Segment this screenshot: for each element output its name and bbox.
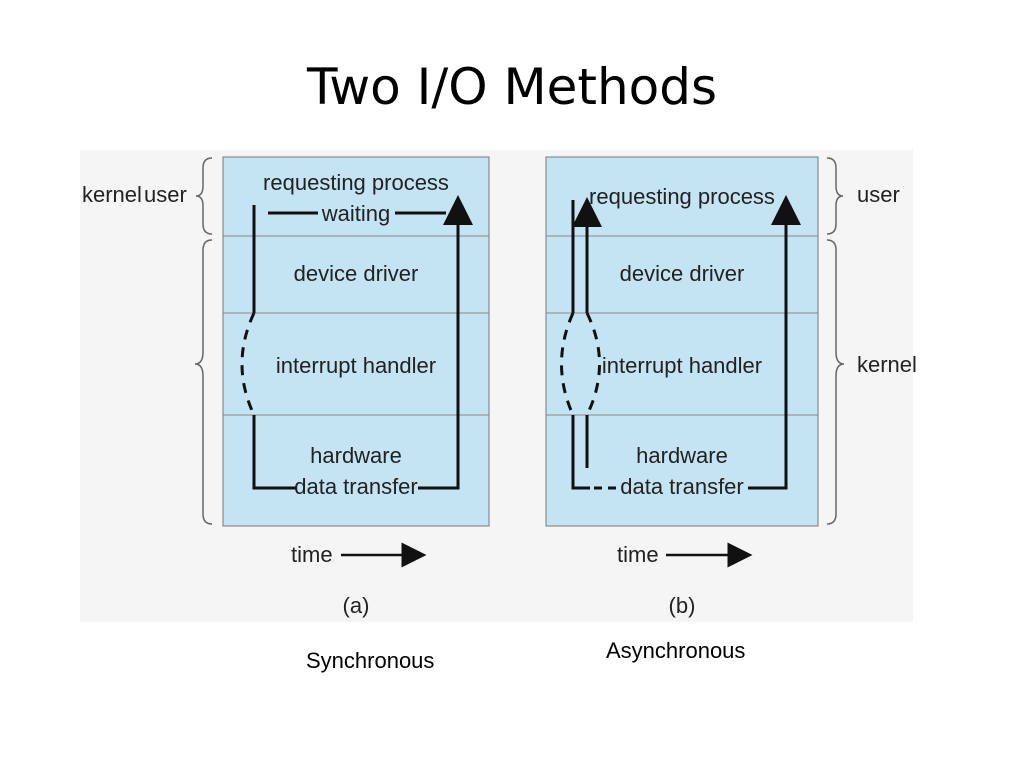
slide-title: Two I/O Methods [306,58,718,116]
panel-b-hardware: hardware [636,443,728,468]
panel-a-interrupt-dashed-path [240,312,256,416]
panel-a-hardware: hardware [310,443,402,468]
panel-a-sublabel: (a) [343,593,370,618]
panel-b-requesting-process: requesting process [589,184,775,209]
panel-a-user-brace [195,157,213,235]
panel-a-time-label: time [291,542,333,567]
panel-a-return-arrow [418,195,473,490]
panel-b-device-driver: device driver [620,261,745,286]
panel-a-device-driver: device driver [294,261,419,286]
panel-b: requesting process device driver interru… [545,156,917,618]
panel-b-return-arrow [748,195,801,490]
panel-b-user-label: user [857,182,900,207]
asynchronous-caption: Asynchronous [606,638,746,663]
panel-a: requesting process waiting device driver… [82,156,490,618]
panel-a-kernel-label: kernel [82,182,142,207]
panel-b-user-brace [826,157,844,235]
synchronous-caption: Synchronous [306,648,435,673]
panel-b-kernel-brace [826,239,845,525]
panel-a-interrupt-handler: interrupt handler [276,353,436,378]
panel-b-interrupt-handler: interrupt handler [602,353,762,378]
panel-b-data-transfer: data transfer [620,474,744,499]
panel-a-user-label: user [144,182,187,207]
panel-b-sublabel: (b) [669,593,696,618]
panel-a-requesting-process: requesting process [263,170,449,195]
panel-b-interrupt-dashed-path-right [585,312,601,416]
panel-b-kernel-label: kernel [857,352,917,377]
panel-a-request-path [252,205,296,490]
panel-a-kernel-brace [194,239,213,525]
panel-a-data-transfer: data transfer [294,474,418,499]
panel-b-time-label: time [617,542,659,567]
panel-a-waiting: waiting [321,201,390,226]
panel-b-interrupt-dashed-path-left [560,312,575,416]
